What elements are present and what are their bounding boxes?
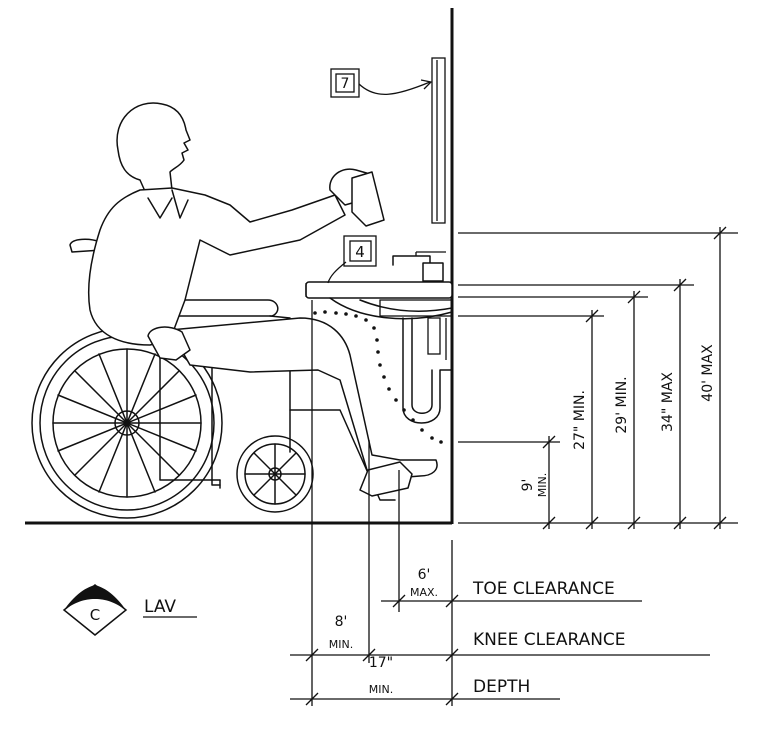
dim-34-max: 34" MAX <box>660 372 676 432</box>
dim-9-value: 9' <box>520 479 536 492</box>
section-title: LAV <box>144 597 176 617</box>
depth-sub: MIN. <box>369 683 393 696</box>
depth-value: 17" <box>369 655 393 671</box>
lavatory <box>305 251 453 424</box>
toe-sub: MAX. <box>410 586 438 599</box>
dim-29-min: 29' MIN. <box>614 376 630 433</box>
dim-40-max: 40' MAX <box>700 344 716 402</box>
sink-tag: 4 <box>327 235 377 284</box>
knee-clearance-label: KNEE CLEARANCE <box>473 630 626 650</box>
seated-person <box>87 102 438 497</box>
wall-and-floor <box>25 8 454 525</box>
wheelchair <box>31 238 396 519</box>
sink-tag-number: 4 <box>355 243 365 261</box>
depth-label: DEPTH <box>473 677 530 697</box>
section-letter: C <box>90 606 100 624</box>
section-marker: C LAV <box>62 584 197 636</box>
dim-27-min: 27" MIN. <box>572 390 588 450</box>
toe-value: 6' <box>418 567 431 583</box>
horizontal-dimensions: 6' MAX. TOE CLEARANCE 8' MIN. KNEE CLEAR… <box>290 300 710 706</box>
mirror <box>431 57 446 224</box>
mirror-tag: 7 <box>330 68 433 98</box>
knee-clearance-dots <box>313 310 443 444</box>
dim-9-sub: MIN. <box>536 473 549 497</box>
toe-clearance-label: TOE CLEARANCE <box>472 579 615 599</box>
knee-value: 8' <box>335 614 348 630</box>
knee-sub: MIN. <box>329 638 353 651</box>
mirror-tag-number: 7 <box>341 76 350 92</box>
vertical-dimensions: 9' MIN. 27" MIN. 29' MIN. 34" MAX 40' MA… <box>458 226 738 530</box>
